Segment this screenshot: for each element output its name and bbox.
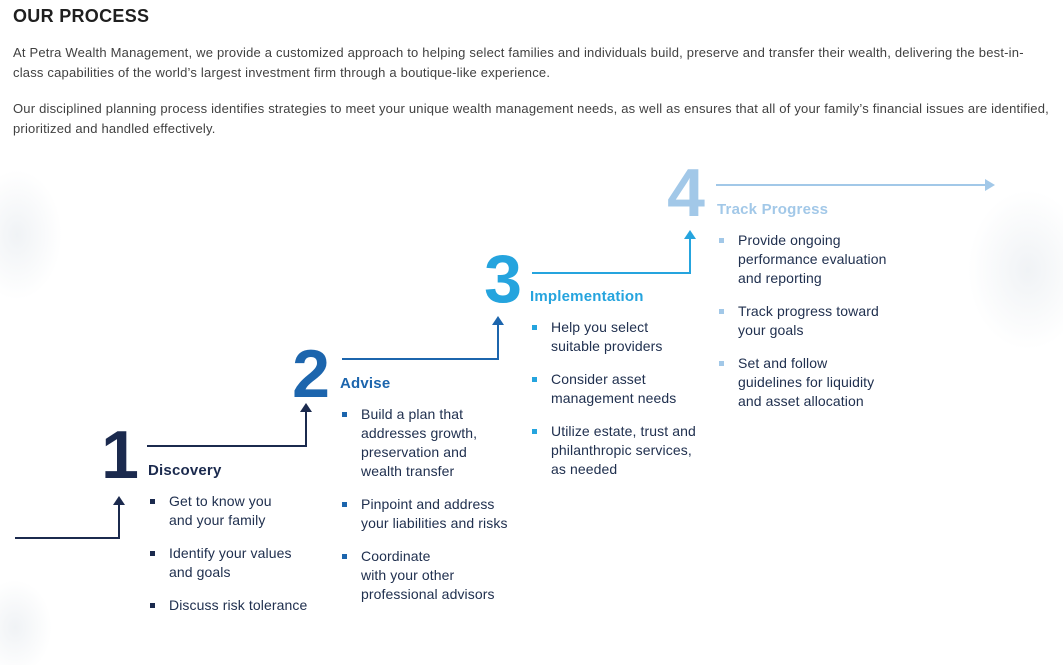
arrow-line xyxy=(497,325,499,360)
arrow-line xyxy=(532,272,691,274)
bullet-text: Pinpoint and address your liabilities an… xyxy=(361,496,508,531)
step-3-bullet-list: Help you select suitable providers Consi… xyxy=(530,318,724,479)
step-2-title: Advise xyxy=(340,375,391,392)
step-1-bullet-list: Get to know you and your family Identify… xyxy=(148,492,326,615)
bullet-square-icon xyxy=(719,309,724,314)
step-1-discovery: Discovery Get to know you and your famil… xyxy=(148,462,326,629)
bullet-text: Discuss risk tolerance xyxy=(169,597,308,613)
list-item: Pinpoint and address your liabilities an… xyxy=(340,495,532,533)
arrow-up-icon xyxy=(492,316,504,325)
bullet-text: Provide ongoing performance evaluation a… xyxy=(738,232,887,286)
list-item: Set and follow guidelines for liquidity … xyxy=(717,354,917,411)
list-item: Identify your values and goals xyxy=(148,544,326,582)
step-4-title: Track Progress xyxy=(717,201,829,218)
step-1-number: 1 xyxy=(101,417,139,493)
list-item: Consider asset management needs xyxy=(530,370,724,408)
list-item: Coordinate with your other professional … xyxy=(340,547,532,604)
intro-paragraph-1: At Petra Wealth Management, we provide a… xyxy=(13,45,1024,80)
bullet-square-icon xyxy=(532,377,537,382)
step-2-advise: Advise Build a plan that addresses growt… xyxy=(340,375,532,618)
bullet-square-icon xyxy=(150,499,155,504)
bullet-square-icon xyxy=(150,551,155,556)
bullet-square-icon xyxy=(150,603,155,608)
bullet-square-icon xyxy=(342,502,347,507)
bullet-square-icon xyxy=(532,429,537,434)
list-item: Help you select suitable providers xyxy=(530,318,724,356)
arrow-up-icon xyxy=(113,496,125,505)
step-4-bullet-list: Provide ongoing performance evaluation a… xyxy=(717,231,917,411)
step-1-title: Discovery xyxy=(148,462,222,479)
bullet-text: Build a plan that addresses growth, pres… xyxy=(361,406,478,479)
bullet-square-icon xyxy=(532,325,537,330)
bullet-text: Get to know you and your family xyxy=(169,493,272,528)
bullet-text: Track progress toward your goals xyxy=(738,303,879,338)
bullet-text: Utilize estate, trust and philanthropic … xyxy=(551,423,696,477)
list-item: Get to know you and your family xyxy=(148,492,326,530)
arrow-line xyxy=(15,537,120,539)
list-item: Provide ongoing performance evaluation a… xyxy=(717,231,917,288)
arrow-line xyxy=(118,505,120,539)
bullet-square-icon xyxy=(719,238,724,243)
arrow-line xyxy=(342,358,499,360)
intro-paragraph-2: Our disciplined planning process identif… xyxy=(13,101,1049,136)
step-2-bullet-list: Build a plan that addresses growth, pres… xyxy=(340,405,532,604)
list-item: Utilize estate, trust and philanthropic … xyxy=(530,422,724,479)
bullet-square-icon xyxy=(342,412,347,417)
arrow-line xyxy=(689,239,691,274)
step-3-implementation: Implementation Help you select suitable … xyxy=(530,288,724,493)
step-3-number: 3 xyxy=(484,241,522,317)
arrow-line xyxy=(716,184,985,186)
arrow-right-icon xyxy=(985,179,995,191)
bullet-square-icon xyxy=(342,554,347,559)
arrow-up-icon xyxy=(300,403,312,412)
arrow-line xyxy=(147,445,307,447)
step-4-track-progress: Track Progress Provide ongoing performan… xyxy=(717,201,917,425)
bullet-text: Help you select suitable providers xyxy=(551,319,663,354)
bullet-text: Identify your values and goals xyxy=(169,545,292,580)
bullet-square-icon xyxy=(719,361,724,366)
bullet-text: Coordinate with your other professional … xyxy=(361,548,495,602)
step-2-number: 2 xyxy=(292,336,330,412)
list-item: Build a plan that addresses growth, pres… xyxy=(340,405,532,481)
list-item: Track progress toward your goals xyxy=(717,302,917,340)
page-title: OUR PROCESS xyxy=(13,6,150,26)
step-3-title: Implementation xyxy=(530,288,644,305)
arrow-line xyxy=(305,412,307,447)
bullet-text: Set and follow guidelines for liquidity … xyxy=(738,355,875,409)
bullet-text: Consider asset management needs xyxy=(551,371,677,406)
step-4-number: 4 xyxy=(667,155,705,231)
list-item: Discuss risk tolerance xyxy=(148,596,326,615)
arrow-up-icon xyxy=(684,230,696,239)
